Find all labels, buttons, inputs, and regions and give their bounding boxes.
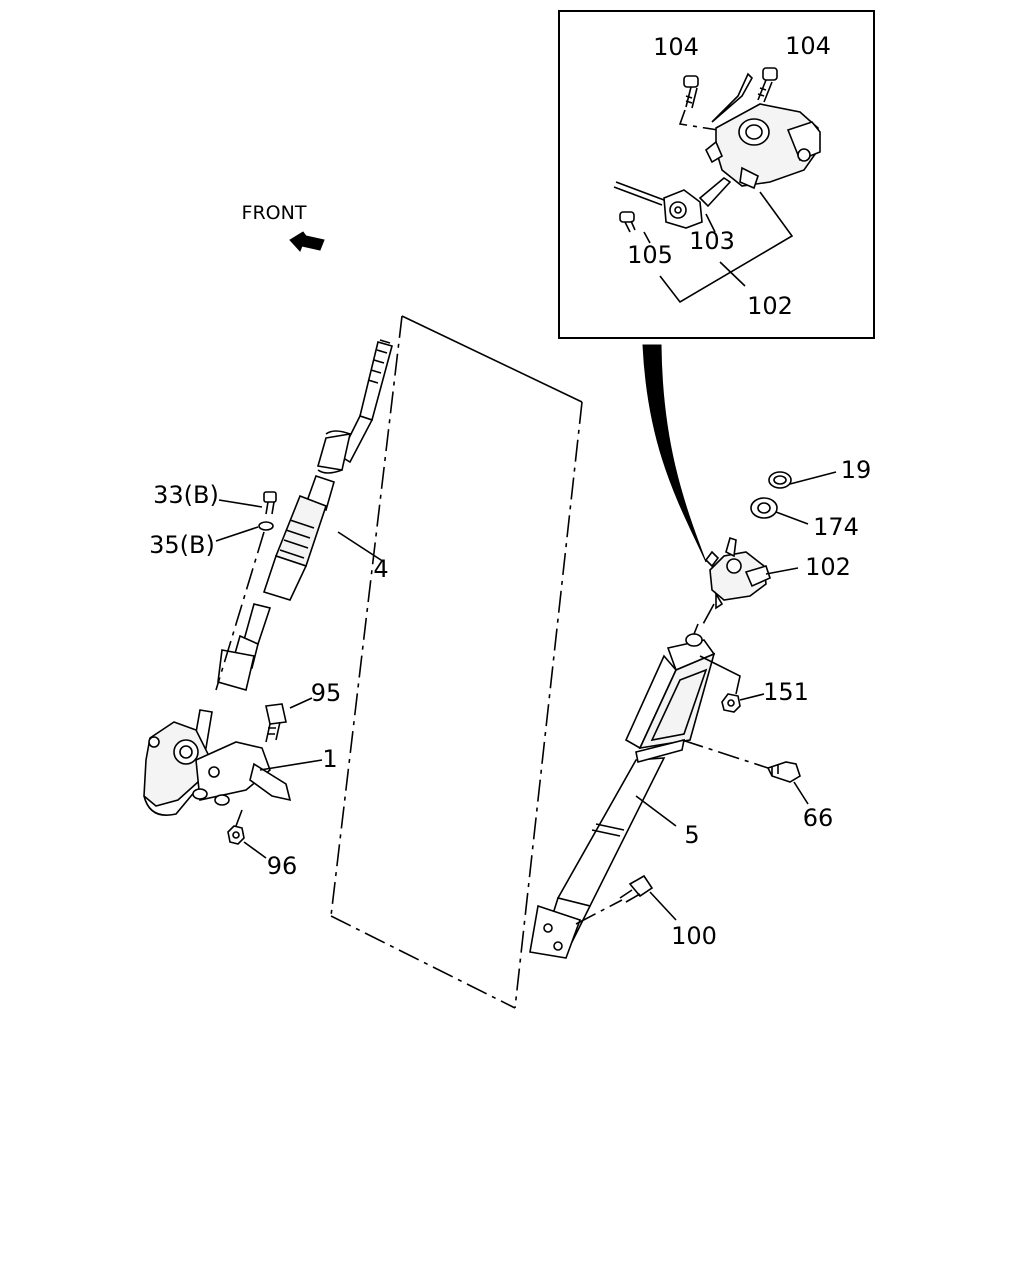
ring-19 [768, 471, 792, 489]
washer-174 [750, 497, 778, 519]
bolt-33b [263, 491, 277, 515]
callout-19: 19 [841, 456, 872, 484]
callout-96: 96 [267, 852, 298, 880]
detail-inset: 104 104 103 105 102 [558, 10, 875, 339]
bolt-100 [619, 874, 654, 903]
steering-column-5 [529, 623, 716, 959]
callout-104-right: 104 [785, 32, 831, 60]
callout-1: 1 [322, 745, 337, 773]
callout-102-inset: 102 [747, 292, 793, 320]
switch-103 [613, 177, 732, 229]
washer-35b [258, 521, 274, 531]
lock-assembly-102 [704, 536, 771, 610]
callout-100: 100 [671, 922, 717, 950]
callout-102: 102 [805, 553, 851, 581]
front-indicator: FRONT [242, 202, 325, 252]
callout-35b: 35(B) [149, 531, 215, 559]
callout-4: 4 [373, 555, 388, 583]
callout-151: 151 [763, 678, 809, 706]
bolt-66 [766, 761, 801, 783]
callout-5: 5 [684, 821, 699, 849]
screw-105 [619, 211, 636, 233]
callout-66: 66 [803, 804, 834, 832]
nut-151 [721, 693, 741, 713]
detail-pointer-arrow [642, 344, 707, 563]
intermediate-shaft-4 [217, 339, 393, 691]
bolt-95 [265, 703, 287, 743]
front-label: FRONT [242, 202, 307, 224]
front-arrow-icon [289, 231, 325, 252]
bolt-104-right [757, 67, 778, 103]
steering-gear-1 [143, 709, 292, 816]
callout-95: 95 [311, 679, 342, 707]
lock-housing-102 [704, 72, 821, 190]
callout-174: 174 [813, 513, 859, 541]
callout-33b: 33(B) [153, 481, 219, 509]
callout-104-left: 104 [653, 33, 699, 61]
assembly-frame [330, 315, 583, 1009]
callout-105: 105 [627, 241, 673, 269]
bolt-104-left [683, 75, 699, 109]
callout-103: 103 [689, 227, 735, 255]
nut-96 [227, 825, 245, 845]
